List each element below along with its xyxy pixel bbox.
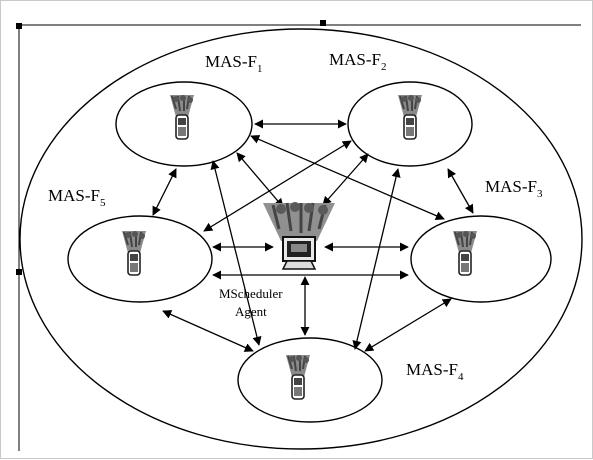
node-ellipse-f4 xyxy=(237,337,383,423)
center-label-line1: MScheduler xyxy=(219,286,283,301)
label-mas-f3: MAS-F3 xyxy=(485,177,543,200)
label-mas-f2: MAS-F2 xyxy=(329,50,386,73)
arrow-f2-f4 xyxy=(352,168,401,350)
arrow-f5-f4 xyxy=(162,310,254,352)
arrow-f2-center xyxy=(322,153,369,206)
arrow-f3-f4 xyxy=(364,298,452,352)
resize-handle-top-center[interactable] xyxy=(320,20,326,26)
center-label-line2: Agent xyxy=(235,304,267,319)
arrow-f1-center xyxy=(236,152,284,208)
label-mas-f1: MAS-F1 xyxy=(205,52,262,75)
label-mas-f5: MAS-F5 xyxy=(48,186,106,209)
arrow-f2-f3 xyxy=(447,168,474,214)
arrow-f2-f5 xyxy=(203,140,352,232)
outer-boundary-ellipse xyxy=(19,28,583,450)
label-mas-f4: MAS-F4 xyxy=(406,360,464,383)
node-ellipse-f3 xyxy=(410,215,552,303)
arrow-f1-f5 xyxy=(152,168,177,216)
connection-arrows xyxy=(152,119,474,352)
computer-agent-icon xyxy=(261,200,337,271)
